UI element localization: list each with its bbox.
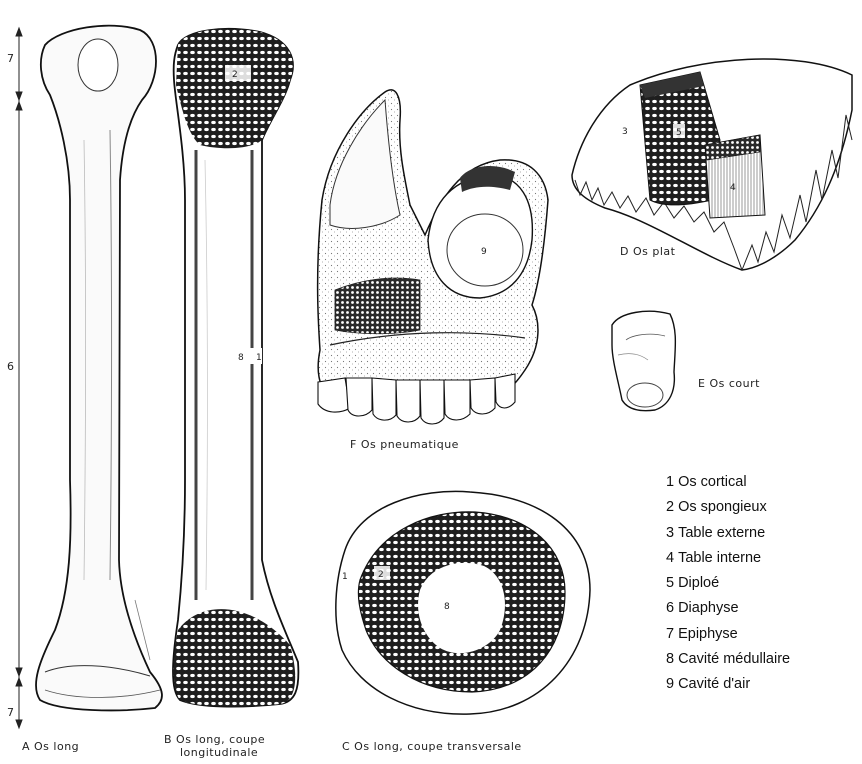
legend-number: 1 [666, 474, 674, 490]
legend-label: Diaphyse [678, 600, 738, 616]
marker-c-1: 1 [342, 572, 348, 582]
legend-label: Os cortical [678, 474, 747, 490]
scale-arrows [16, 28, 22, 728]
marker-d-5: 5 [676, 128, 682, 138]
caption-figure-f: F Os pneumatique [350, 438, 459, 451]
teeth-row [318, 374, 515, 424]
figure-f-pneumatic-bone: 9 [318, 90, 548, 424]
legend-number: 6 [666, 600, 674, 616]
legend-label: Cavité médullaire [678, 651, 790, 667]
legend-number: 9 [666, 676, 674, 692]
caption-figure-c: C Os long, coupe transversale [342, 740, 522, 753]
legend-label: Diploé [678, 575, 719, 591]
legend-label: Cavité d'air [678, 676, 750, 692]
figure-e-short-bone [612, 311, 675, 410]
marker-d-4: 4 [730, 183, 736, 193]
figure-c-transverse-section: 1 2 8 [336, 491, 590, 714]
legend-label: Os spongieux [678, 499, 767, 515]
marker-f-9: 9 [481, 247, 487, 257]
marker-b-1: 1 [256, 353, 262, 363]
legend-label: Table externe [678, 525, 765, 541]
marker-c-2: 2 [378, 570, 384, 580]
caption-figure-b-line1: B Os long, coupe [164, 733, 265, 746]
legend-number: 5 [666, 575, 674, 591]
legend-label: Table interne [678, 550, 761, 566]
legend-number: 2 [666, 499, 674, 515]
marker-b-2: 2 [232, 70, 238, 80]
scale-label-epiphysis-bottom: 7 [7, 706, 15, 719]
figure-b-long-bone-section: 2 8 1 [173, 29, 298, 707]
marker-d-3: 3 [622, 127, 628, 137]
caption-figure-e: E Os court [698, 377, 760, 390]
legend-label: Epiphyse [678, 626, 738, 642]
caption-figure-d: D Os plat [620, 245, 675, 258]
legend-number: 3 [666, 525, 674, 541]
scale-label-epiphysis-top: 7 [7, 52, 15, 65]
marker-c-8: 8 [444, 602, 450, 612]
legend-number: 4 [666, 550, 674, 566]
legend-number: 8 [666, 651, 674, 667]
caption-figure-b-line2: longitudinale [180, 746, 258, 759]
marker-b-8: 8 [238, 353, 244, 363]
figure-d-flat-bone: 3 5 4 [572, 59, 852, 270]
caption-figure-a: A Os long [22, 740, 79, 753]
scale-label-diaphysis: 6 [7, 360, 15, 373]
legend-number: 7 [666, 626, 674, 642]
figure-a-long-bone [36, 26, 162, 711]
